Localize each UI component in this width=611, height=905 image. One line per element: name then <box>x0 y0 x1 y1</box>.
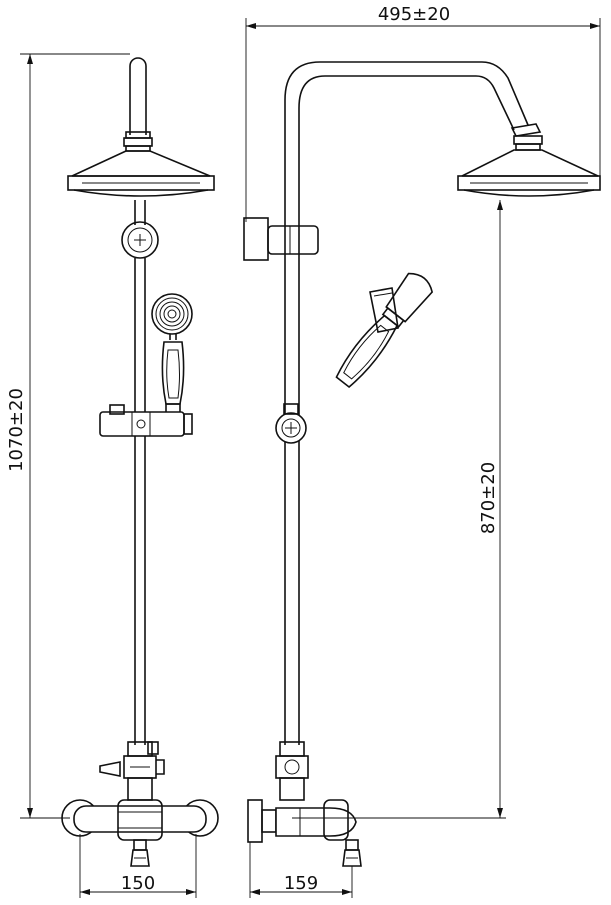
dimension-front-width-label: 150 <box>121 873 155 894</box>
dimension-total-height-label: 1070±20 <box>6 388 27 472</box>
dimension-head-projection: 495±20 <box>245 4 601 222</box>
front-view <box>61 57 219 867</box>
dimension-head-projection-label: 495±20 <box>378 4 450 25</box>
dimension-front-width: 150 <box>79 834 197 898</box>
side-view <box>243 61 601 867</box>
dimension-side-depth: 159 <box>249 842 353 898</box>
dimension-side-depth-label: 159 <box>284 873 318 894</box>
dimension-head-height-label: 870±20 <box>478 462 499 534</box>
dimension-total-height: 1070±20 <box>6 53 130 819</box>
dimension-head-height: 870±20 <box>292 200 506 819</box>
